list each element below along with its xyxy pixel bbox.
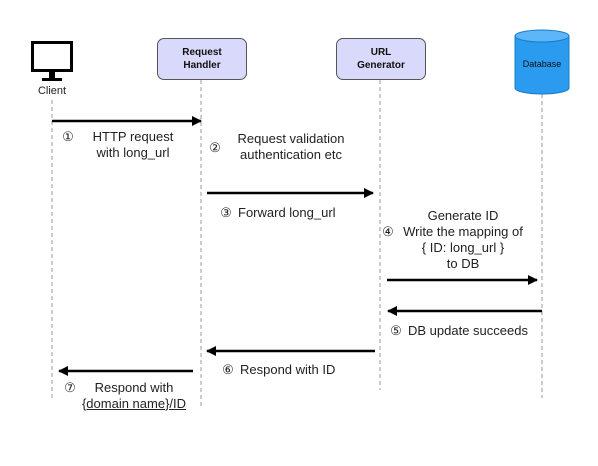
message-2-line-1: Request validation xyxy=(237,131,345,146)
message-1-label: HTTP request with long_url xyxy=(78,129,188,161)
message-4-line-2: Write the mapping of xyxy=(403,224,523,239)
message-7-number: ⑦ xyxy=(64,380,76,395)
message-6-label: Respond with ID xyxy=(240,362,336,377)
message-2-label: Request validation authentication etc xyxy=(226,131,356,163)
message-1-line-2: with long_url xyxy=(96,145,170,160)
message-4-line-3: { ID: long_url } xyxy=(421,240,505,255)
message-7-line-2: {domain name}/ID xyxy=(81,396,187,411)
message-4-label: Generate ID Write the mapping of { ID: l… xyxy=(395,208,531,272)
message-3-number: ③ xyxy=(220,205,232,220)
database-label: Database xyxy=(522,59,562,69)
request-handler-box: Request Handler xyxy=(157,38,247,80)
message-7-line-1: Respond with xyxy=(94,380,174,395)
message-5-number: ⑤ xyxy=(390,323,402,338)
message-4-line-4: to DB xyxy=(446,256,480,271)
message-4-number: ④ xyxy=(382,224,394,239)
message-3-label: Forward long_url xyxy=(238,205,336,220)
message-4-line-1: Generate ID xyxy=(427,208,499,223)
message-7-label: Respond with {domain name}/ID xyxy=(75,380,193,412)
message-5-label: DB update succeeds xyxy=(408,323,528,338)
url-generator-box: URL Generator xyxy=(336,38,426,80)
message-2-number: ② xyxy=(209,140,221,155)
message-6-number: ⑥ xyxy=(222,362,234,377)
message-1-line-1: HTTP request xyxy=(92,129,174,144)
url-generator-label-2: Generator xyxy=(357,60,405,71)
request-handler-label-1: Request xyxy=(182,47,222,58)
database-icon xyxy=(514,29,570,95)
message-1-number: ① xyxy=(62,129,74,144)
monitor-icon xyxy=(31,41,73,81)
client-label: Client xyxy=(37,85,67,97)
request-handler-label-2: Handler xyxy=(183,60,221,71)
url-generator-label-1: URL xyxy=(370,47,392,58)
message-2-line-2: authentication etc xyxy=(240,147,342,162)
